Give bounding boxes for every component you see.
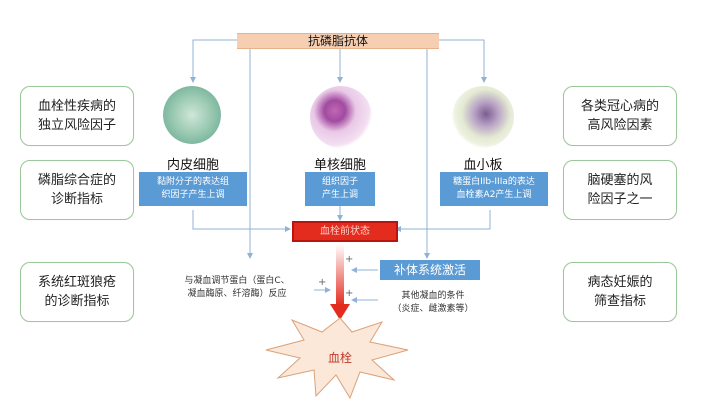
platelet-desc: 糖蛋白IIb-IIIa的表达 血栓素A2产生上调 xyxy=(440,172,548,206)
red-arrow-shaft xyxy=(336,244,344,306)
burst-shape xyxy=(265,317,409,400)
monocyte-label: 单核细胞 xyxy=(313,158,366,173)
right-box-3: 病态妊娠的 筛查指标 xyxy=(563,262,677,322)
left-box-3: 系统红斑狼疮 的诊断指标 xyxy=(20,262,134,322)
red-arrow-head xyxy=(330,304,350,320)
endothelial-cell-label: 内皮细胞 xyxy=(166,158,219,173)
endothelial-desc: 黏附分子的表达组 织因子产生上调 xyxy=(139,172,247,206)
plus-sign-3: + xyxy=(345,288,353,299)
line-top-left xyxy=(190,39,237,83)
line-left-col xyxy=(192,210,291,232)
monocyte-image xyxy=(310,86,372,148)
complement-activation-box: 补体系统激活 xyxy=(380,260,480,280)
line-right-col xyxy=(395,210,491,232)
right-box-1: 各类冠心病的 高风险因素 xyxy=(563,86,677,146)
top-title-bar: 抗磷脂抗体 xyxy=(237,33,439,49)
left-box-1: 血栓性疾病的 独立风险因子 xyxy=(20,86,134,146)
plus-sign-1: + xyxy=(345,254,353,265)
right-box-2: 脑硬塞的风 险因子之一 xyxy=(563,160,677,220)
left-box-2: 磷脂综合症的 诊断指标 xyxy=(20,160,134,220)
plus-sign-2: + xyxy=(318,277,326,288)
prethrombotic-state-box: 血栓前状态 xyxy=(292,221,398,242)
line-top-right xyxy=(439,39,487,83)
coag-regulation-text: 与凝血调节蛋白（蛋白C、 凝血酶原、纤溶酶）反应 xyxy=(184,276,290,299)
monocyte-desc: 组织因子 产生上调 xyxy=(305,172,375,206)
platelet-image xyxy=(452,86,514,148)
endothelial-cell-image xyxy=(163,86,221,144)
other-conditions-text: 其他凝血的条件 （炎症、雌激素等） xyxy=(392,291,474,314)
platelet-label: 血小板 xyxy=(463,158,503,173)
thrombus-label: 血栓 xyxy=(327,351,352,365)
